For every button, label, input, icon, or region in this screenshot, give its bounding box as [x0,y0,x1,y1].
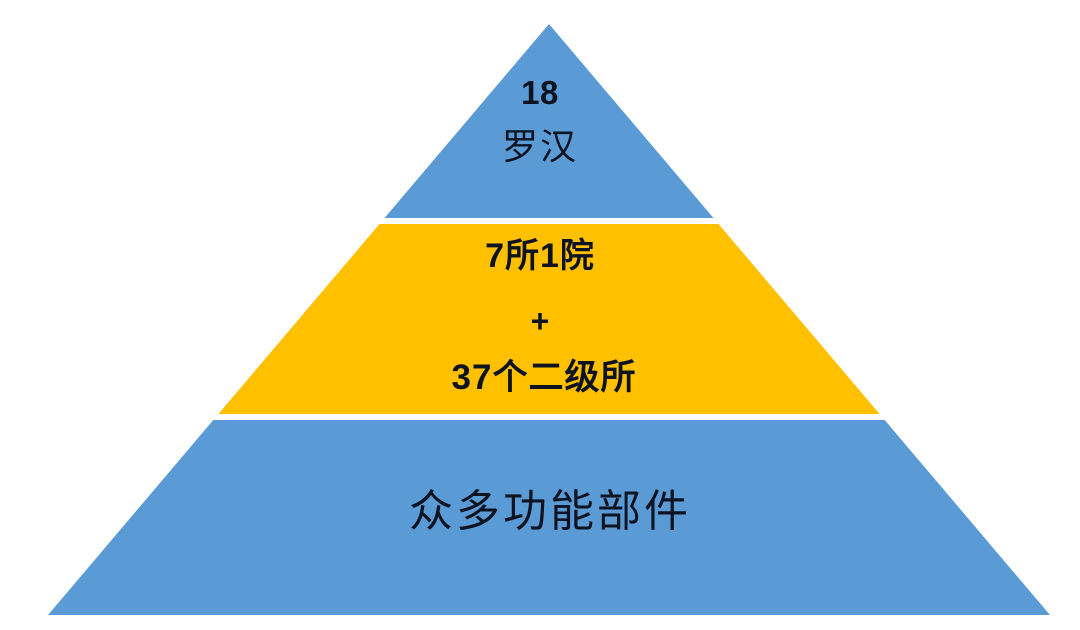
pyramid-level-3-shape[interactable] [48,420,1050,615]
pyramid-level-2-shape[interactable] [218,224,880,414]
pyramid-level-1-shape[interactable] [384,24,714,218]
